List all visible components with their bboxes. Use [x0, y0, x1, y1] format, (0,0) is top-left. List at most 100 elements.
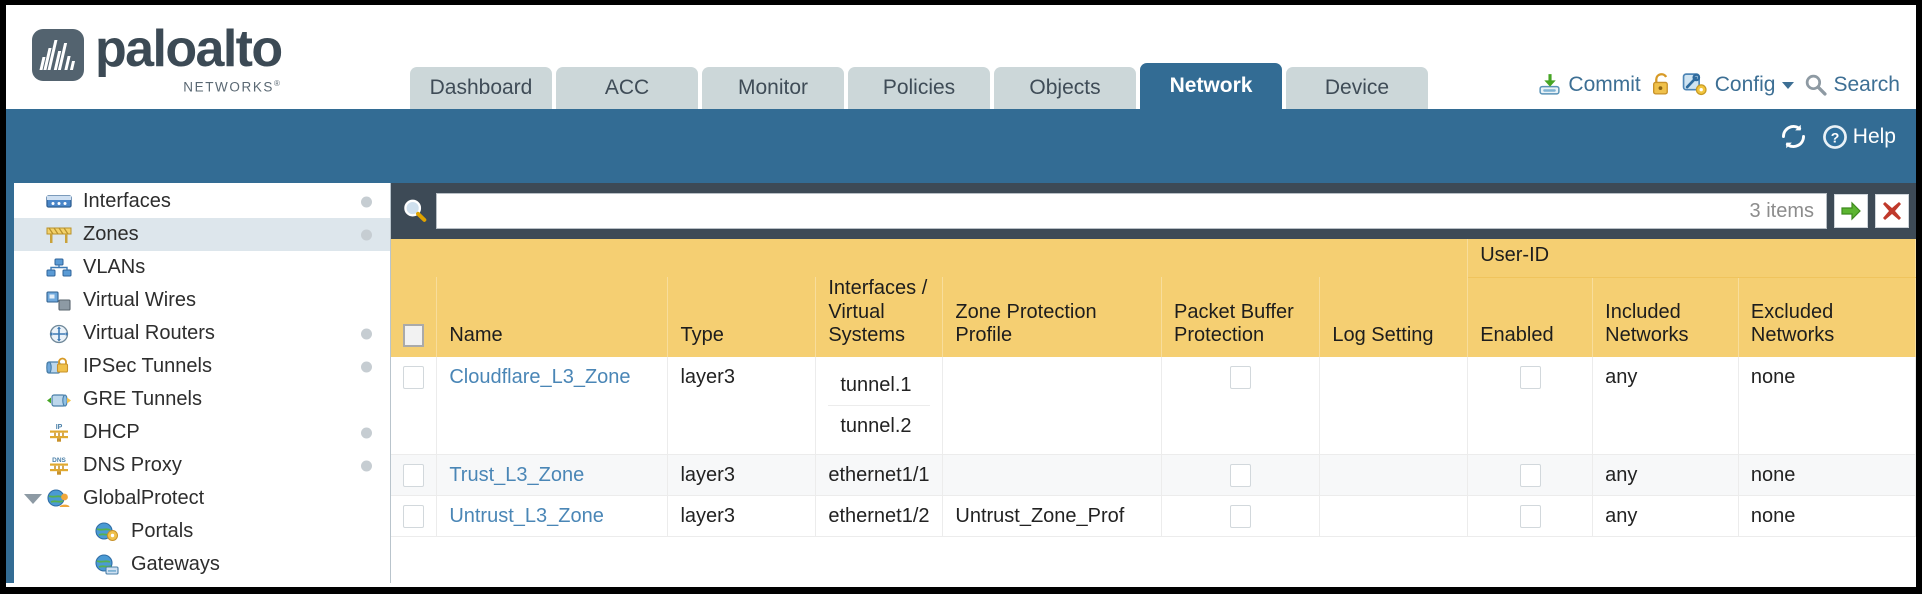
config-wrench-key-icon: [1682, 72, 1709, 97]
table-row[interactable]: Trust_L3_Zone layer3 ethernet1/1: [391, 454, 1916, 497]
sidebar-item-zones[interactable]: Zones: [14, 218, 390, 251]
cell-excluded-networks: none: [1738, 495, 1916, 538]
table-row[interactable]: Cloudflare_L3_Zone layer3 tunnel.1 tunne…: [391, 356, 1916, 455]
zones-table: User-ID Name Type Interfaces / Virtual S…: [391, 239, 1916, 538]
status-dot: [361, 229, 372, 240]
packet-buffer-protection-checkbox[interactable]: [1230, 366, 1252, 389]
body-region: Interfaces Zones: [6, 183, 1916, 583]
row-checkbox[interactable]: [403, 366, 424, 389]
cell-included-networks: any: [1592, 495, 1739, 538]
col-header-excluded-networks[interactable]: Excluded Networks: [1738, 277, 1916, 357]
sidebar-item-dns-proxy[interactable]: DNS DNS Proxy: [14, 449, 390, 482]
cell-userid-enabled: [1467, 356, 1594, 455]
cell-name: Cloudflare_L3_Zone: [436, 356, 669, 455]
tab-dashboard[interactable]: Dashboard: [410, 67, 552, 109]
tab-network[interactable]: Network: [1140, 63, 1282, 109]
expand-collapse-caret-icon[interactable]: [24, 493, 42, 504]
cell-type: layer3: [667, 356, 817, 455]
refresh-icon[interactable]: [1779, 123, 1808, 150]
config-menu-button[interactable]: Config: [1682, 72, 1796, 97]
tab-policies[interactable]: Policies: [848, 67, 990, 109]
row-checkbox[interactable]: [403, 464, 424, 487]
search-label: Search: [1833, 72, 1900, 96]
col-header-name[interactable]: Name: [436, 277, 669, 357]
sidebar-item-vlans[interactable]: VLANs: [14, 251, 390, 284]
row-select-cell: [391, 454, 438, 497]
sidebar-item-interfaces[interactable]: Interfaces: [14, 185, 390, 218]
sidebar-item-portals[interactable]: Portals: [14, 515, 390, 548]
dhcp-icon: IP: [46, 422, 74, 444]
userid-enabled-checkbox[interactable]: [1519, 366, 1541, 389]
table-row[interactable]: Untrust_L3_Zone layer3 ethernet1/2 Untru…: [391, 495, 1916, 538]
sidebar-item-ipsec-tunnels[interactable]: IPSec Tunnels: [14, 350, 390, 383]
tab-objects[interactable]: Objects: [994, 67, 1136, 109]
interface-item: tunnel.1: [828, 365, 931, 406]
packet-buffer-protection-checkbox[interactable]: [1230, 505, 1252, 529]
col-header-interfaces[interactable]: Interfaces / Virtual Systems: [815, 277, 944, 357]
packet-buffer-protection-checkbox[interactable]: [1230, 464, 1252, 487]
col-header-type[interactable]: Type: [667, 277, 817, 357]
interfaces-icon: [46, 192, 74, 212]
status-dot: [361, 427, 372, 438]
row-select-cell: [391, 495, 438, 538]
sidebar-item-virtual-routers[interactable]: Virtual Routers: [14, 317, 390, 350]
clear-filter-button[interactable]: [1875, 194, 1909, 228]
col-header-zone-protection-profile[interactable]: Zone Protection Profile: [942, 277, 1163, 357]
sidebar-item-globalprotect[interactable]: GlobalProtect: [14, 482, 390, 515]
padlock-icon[interactable]: [1650, 72, 1673, 97]
tab-acc[interactable]: ACC: [556, 67, 698, 109]
item-count-label: 3 items: [1749, 199, 1814, 222]
tab-device[interactable]: Device: [1286, 67, 1428, 109]
cell-excluded-networks: none: [1738, 356, 1916, 455]
sidebar-item-label: Gateways: [131, 553, 220, 575]
interface-item: tunnel.2: [840, 414, 912, 437]
zones-table-wrapper: User-ID Name Type Interfaces / Virtual S…: [391, 239, 1916, 538]
sidebar-item-label: Interfaces: [83, 190, 171, 212]
config-label: Config: [1714, 72, 1776, 96]
col-header-userid-enabled[interactable]: Enabled: [1467, 277, 1594, 357]
sidebar-item-gre-tunnels[interactable]: GRE Tunnels: [14, 383, 390, 416]
apply-filter-button[interactable]: [1834, 194, 1868, 228]
sidebar-item-label: DHCP: [83, 421, 140, 443]
userid-enabled-checkbox[interactable]: [1519, 505, 1541, 529]
zone-link[interactable]: Untrust_L3_Zone: [449, 505, 604, 527]
col-header-log-setting[interactable]: Log Setting: [1319, 277, 1469, 357]
cell-type: layer3: [667, 454, 817, 497]
zone-link[interactable]: Trust_L3_Zone: [449, 463, 585, 486]
dns-proxy-icon: DNS: [46, 455, 74, 477]
sidebar-item-label: DNS Proxy: [83, 454, 182, 476]
search-button[interactable]: Search: [1804, 73, 1900, 97]
sidebar-item-label: GlobalProtect: [83, 487, 205, 509]
filter-input[interactable]: 3 items: [436, 193, 1827, 229]
cell-name: Trust_L3_Zone: [436, 454, 669, 497]
sidebar-item-label: Portals: [131, 520, 194, 542]
gre-tunnels-icon: [46, 390, 74, 410]
tab-monitor[interactable]: Monitor: [702, 67, 844, 109]
help-button[interactable]: ? Help: [1822, 124, 1896, 150]
top-actions: Commit: [1537, 72, 1900, 97]
search-magnifier-icon[interactable]: [401, 197, 429, 225]
context-header-band: ? Help: [6, 109, 1916, 183]
brand-subtitle: NETWORKS®: [183, 79, 282, 95]
commit-button[interactable]: Commit: [1537, 72, 1641, 97]
table-group-header-row: User-ID: [391, 239, 1916, 278]
cell-log-setting: [1319, 454, 1469, 497]
help-label: Help: [1852, 124, 1896, 148]
sidebar-item-label: GRE Tunnels: [83, 388, 202, 410]
col-header-packet-buffer-protection[interactable]: Packet Buffer Protection: [1161, 277, 1321, 357]
select-all-checkbox[interactable]: [403, 324, 424, 348]
top-brand-bar: paloalto NETWORKS® Dashboard ACC Monitor…: [6, 5, 1916, 109]
sidebar-item-dhcp[interactable]: IP DHCP: [14, 416, 390, 449]
sidebar-item-gateways[interactable]: Gateways: [14, 548, 390, 581]
sidebar-item-virtual-wires[interactable]: Virtual Wires: [14, 284, 390, 317]
cell-packet-buffer-protection: [1161, 454, 1321, 497]
commit-label: Commit: [1568, 72, 1641, 96]
col-header-included-networks[interactable]: Included Networks: [1592, 277, 1739, 357]
row-checkbox[interactable]: [403, 505, 424, 529]
zone-link[interactable]: Cloudflare_L3_Zone: [449, 365, 631, 388]
portals-icon: [94, 521, 122, 543]
status-dot: [361, 328, 372, 339]
group-header-userid: User-ID: [1467, 239, 1916, 278]
userid-enabled-checkbox[interactable]: [1519, 464, 1541, 487]
cell-userid-enabled: [1467, 495, 1594, 538]
